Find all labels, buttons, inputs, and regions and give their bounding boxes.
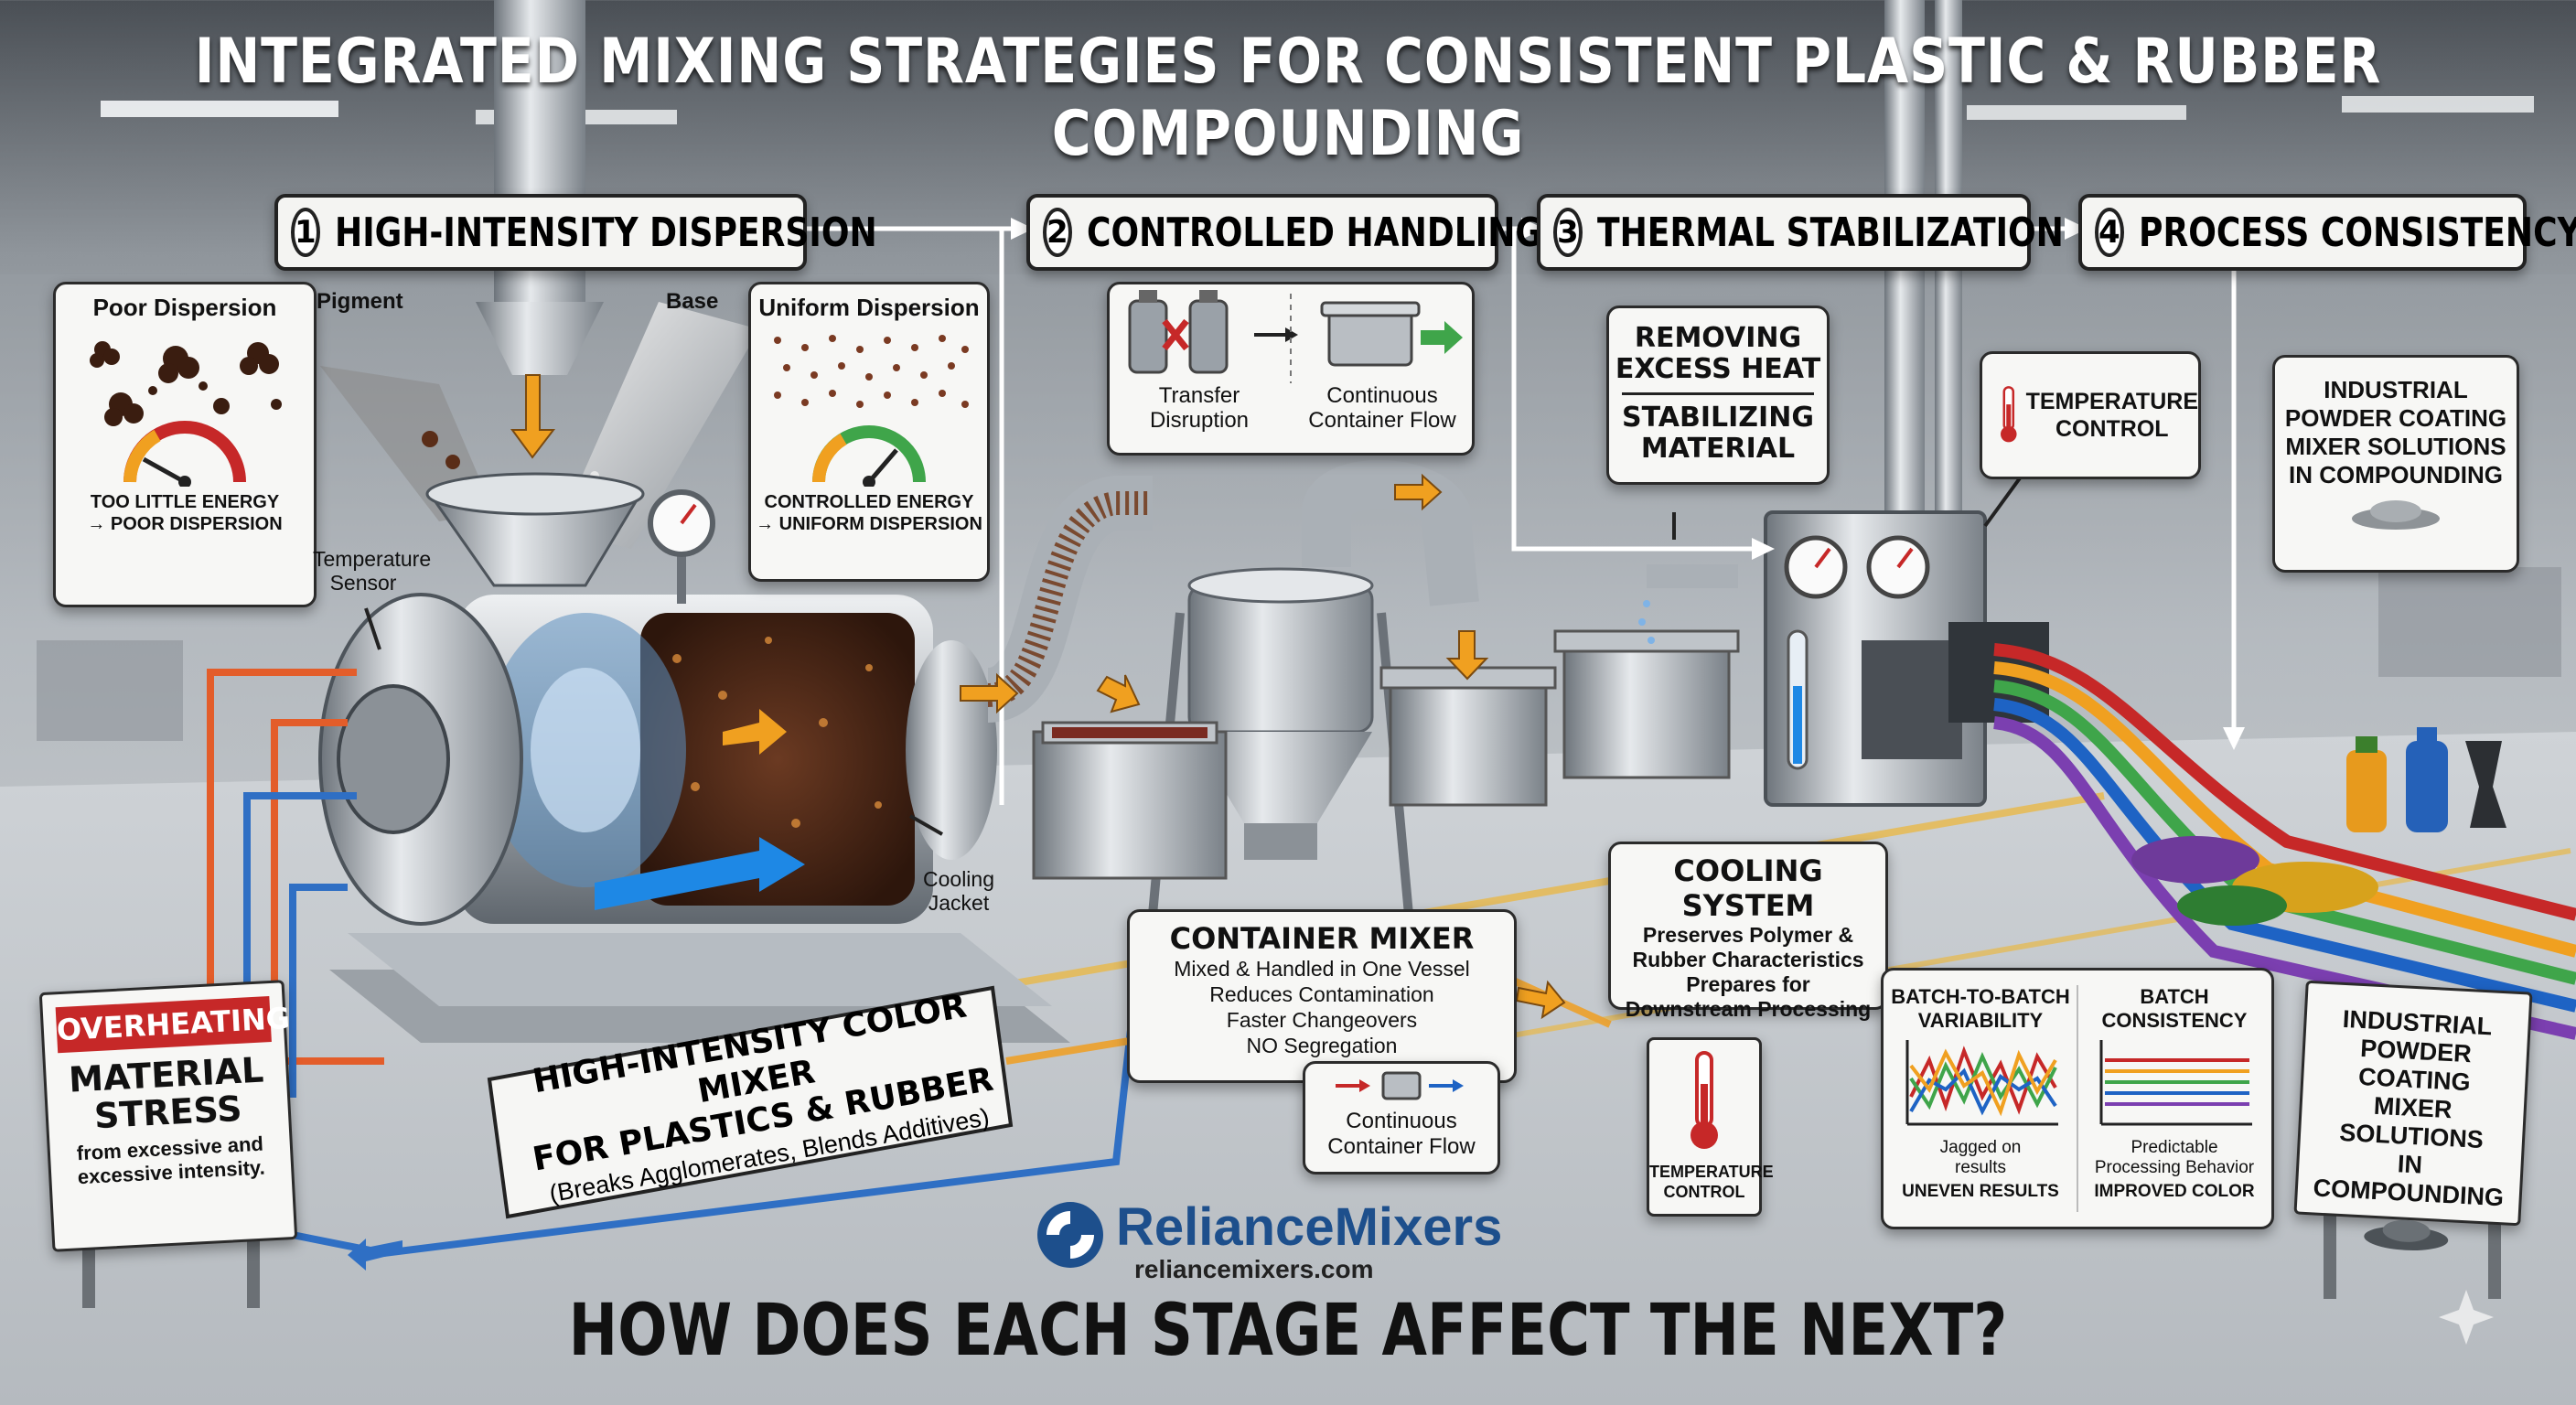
step-1-header: 1 HIGH-INTENSITY DISPERSION [274, 194, 876, 271]
uniform-dispersion-card: Uniform Dispersion CONTROLLED ENERGY → U… [748, 282, 990, 582]
temp-small-line-1: TEMPERATURE [1649, 1163, 1774, 1181]
variability-caption-2: results [1955, 1158, 2006, 1177]
container-mixer-line-1: Mixed & Handled in One Vessel [1174, 957, 1470, 981]
temperature-sensor-label: Temperature Sensor [313, 547, 432, 595]
container-mixer-title: CONTAINER MIXER [1169, 921, 1475, 956]
uniform-caption-1: CONTROLLED ENERGY [764, 492, 974, 512]
temp-control-line-1: TEMPERATURE [2025, 389, 2198, 414]
step-3-number: 3 [1553, 208, 1583, 257]
container-mixer-card: CONTAINER MIXER Mixed & Handled in One V… [1127, 909, 1517, 1083]
cooling-line-4: Downstream Processing [1625, 997, 1872, 1021]
powder-coating-sign-bottom: INDUSTRIAL POWDER COATING MIXER SOLUTION… [2293, 980, 2533, 1251]
removing-line-1: REMOVING [1634, 322, 1802, 354]
agglomerates-icon [90, 341, 282, 488]
container-mixer-line-3: Faster Changeovers [1226, 1008, 1418, 1032]
consistency-column: BATCH CONSISTENCY Predictable Processing… [2077, 985, 2271, 1206]
thermal-divider [1622, 392, 1814, 395]
container-mixer-line-2: Reduces Contamination [1209, 982, 1434, 1006]
continuous-flow-label: Continuous Container Flow [1308, 383, 1456, 433]
flow-icon [1336, 1071, 1464, 1100]
container-mixer-line-4: NO Segregation [1246, 1034, 1398, 1057]
continuous-flow-card: Continuous Container Flow [1303, 1061, 1500, 1174]
variability-caption-1: Jagged on [1939, 1138, 2022, 1157]
batch-divider [2077, 985, 2078, 1212]
step-3-header: 3 THERMAL STABILIZATION [1537, 194, 2064, 271]
cooling-system-title: COOLING SYSTEM [1673, 853, 1823, 923]
step-4-header: 4 PROCESS CONSISTENCY [2078, 194, 2576, 271]
bottom-question: HOW DOES EACH STAGE AFFECT THE NEXT? [568, 1290, 2008, 1372]
thermometer-small-icon [1690, 1051, 1718, 1149]
step-4-number: 4 [2095, 208, 2124, 257]
step-2-number: 2 [1043, 208, 1072, 257]
variability-chart-icon [1905, 1040, 2058, 1126]
powder-coating-sign-top: INDUSTRIAL POWDER COATING MIXER SOLUTION… [2272, 355, 2519, 573]
poor-dispersion-card: Poor Dispersion TOO LITTLE ENERGY → POOR… [53, 282, 317, 607]
batch-comparison-card: BATCH-TO-BATCH VARIABILITY Jagged on res… [1881, 968, 2274, 1229]
overheating-badge: OVERHEATING [55, 996, 291, 1054]
step-4-label: PROCESS CONSISTENCY [2138, 209, 2576, 256]
consistency-caption-1: Predictable [2131, 1138, 2218, 1157]
consistency-chart-icon [2099, 1040, 2252, 1126]
poor-caption-1: TOO LITTLE ENERGY [90, 492, 280, 512]
step-2-header: 2 CONTROLLED HANDLING [1026, 194, 1542, 271]
cooling-jacket-label: Cooling Jacket [923, 867, 994, 915]
powder-bottom-line-4: IN COMPOUNDING [2312, 1150, 2505, 1212]
powder-top-line-1: INDUSTRIAL [2324, 376, 2468, 403]
variability-column: BATCH-TO-BATCH VARIABILITY Jagged on res… [1884, 985, 2077, 1206]
consistency-title-1: BATCH [2140, 985, 2209, 1008]
consistency-title-2: CONSISTENCY [2101, 1009, 2248, 1032]
cooling-line-2: Rubber Characteristics [1632, 948, 1864, 971]
thermal-stabilization-card: REMOVING EXCESS HEAT STABILIZING MATERIA… [1606, 306, 1830, 485]
cooling-line-1: Preserves Polymer & [1642, 923, 1854, 947]
variability-title-1: BATCH-TO-BATCH [1891, 985, 2070, 1008]
cooling-line-3: Prepares for [1686, 972, 1810, 996]
stabilizing-line-1: STABILIZING [1622, 402, 1814, 434]
consistency-caption-2: Processing Behavior [2094, 1158, 2255, 1177]
powder-pile-icon [2352, 500, 2440, 530]
temp-control-line-2: CONTROL [2055, 416, 2169, 442]
poor-dispersion-title: Poor Dispersion [92, 294, 277, 321]
handling-comparison-card: Transfer Disruption Continuous Container… [1107, 282, 1475, 456]
powder-pile-bottom-icon [2364, 1219, 2449, 1251]
step-1-label: HIGH-INTENSITY DISPERSION [334, 209, 877, 256]
temperature-control-card: TEMPERATURE CONTROL [1980, 351, 2201, 479]
stabilizing-line-2: MATERIAL [1640, 433, 1796, 465]
uniform-particles-icon [774, 335, 969, 488]
brand-name: RelianceMixers [1116, 1197, 1503, 1257]
powder-top-line-2: POWDER COATING [2284, 404, 2507, 432]
thermometer-icon [2001, 386, 2017, 443]
powder-top-line-3: MIXER SOLUTIONS [2285, 433, 2506, 460]
pigment-label: Pigment [317, 289, 403, 314]
overheating-sign: OVERHEATING MATERIAL STRESS from excessi… [38, 980, 298, 1252]
handling-icons [1128, 290, 1463, 383]
variability-title-2: VARIABILITY [1917, 1009, 2044, 1032]
uniform-dispersion-title: Uniform Dispersion [758, 294, 980, 321]
temperature-control-small-card: TEMPERATURE CONTROL [1647, 1037, 1774, 1217]
continuous-flow-caption: Continuous Container Flow [1327, 1109, 1476, 1159]
powder-top-line-4: IN COMPOUNDING [2289, 461, 2503, 488]
reliance-logo-icon [1034, 1198, 1107, 1271]
step-3-label: THERMAL STABILIZATION [1596, 209, 2064, 256]
step-2-label: CONTROLLED HANDLING [1086, 209, 1542, 256]
poor-caption-2: → POOR DISPERSION [87, 514, 283, 534]
temp-small-line-2: CONTROL [1663, 1183, 1745, 1201]
step-1-number: 1 [291, 208, 320, 257]
transfer-disruption-label: Transfer Disruption [1149, 383, 1250, 433]
base-label: Base [666, 289, 719, 314]
page-title: INTEGRATED MIXING STRATEGIES FOR CONSIST… [194, 26, 2382, 170]
consistency-caption-3: IMPROVED COLOR [2094, 1182, 2255, 1201]
uniform-caption-2: → UNIFORM DISPERSION [756, 514, 982, 534]
brand-url: reliancemixers.com [1134, 1255, 1374, 1283]
removing-line-2: EXCESS HEAT [1615, 353, 1821, 385]
variability-caption-3: UNEVEN RESULTS [1902, 1182, 2059, 1201]
cooling-system-card: COOLING SYSTEM Preserves Polymer & Rubbe… [1608, 842, 1888, 1021]
